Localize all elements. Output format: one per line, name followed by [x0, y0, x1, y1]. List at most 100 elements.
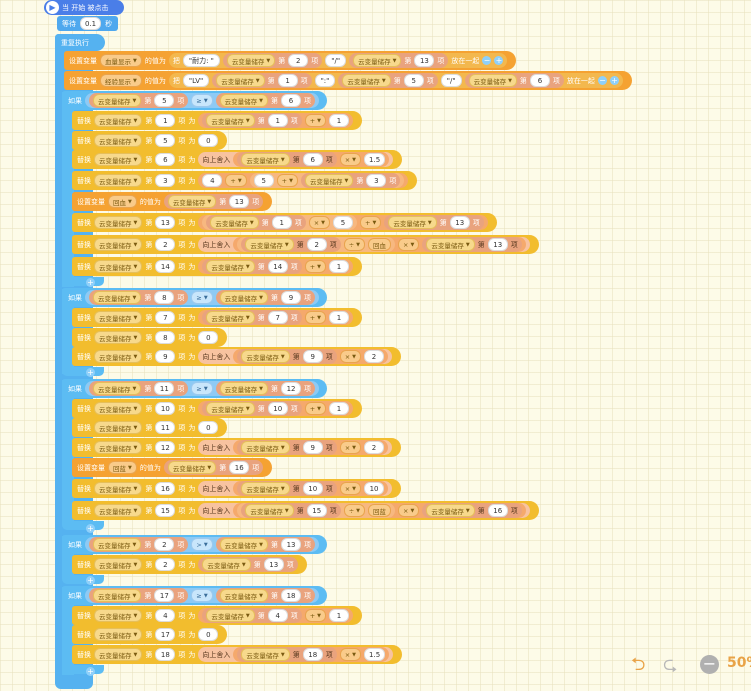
- index-input[interactable]: 12: [281, 382, 302, 395]
- list-dropdown[interactable]: 云变量储存▼: [93, 538, 142, 551]
- add-block-icon[interactable]: +: [86, 667, 95, 676]
- index-input[interactable]: 13: [487, 238, 508, 251]
- operator-dropdown[interactable]: ≥▼: [191, 589, 213, 602]
- add-block-icon[interactable]: +: [86, 576, 95, 585]
- index-input[interactable]: 8: [154, 291, 175, 304]
- list-dropdown[interactable]: 云变量储存▼: [241, 648, 290, 661]
- list-dropdown[interactable]: 云变量储存▼: [94, 609, 143, 622]
- operator-dropdown[interactable]: ×▼: [339, 350, 362, 363]
- add-block-icon[interactable]: +: [86, 524, 95, 533]
- number-input[interactable]: 1: [329, 114, 350, 127]
- list-dropdown[interactable]: 云变量储存▼: [94, 504, 143, 517]
- index-input[interactable]: 11: [154, 382, 175, 395]
- index-input[interactable]: 10: [302, 482, 323, 495]
- variable-dropdown[interactable]: 回血▼: [108, 195, 137, 208]
- redo-icon[interactable]: ⮎: [663, 654, 678, 675]
- value-input[interactable]: 0: [198, 628, 219, 641]
- wait-block[interactable]: 等待 0.1 秒: [57, 16, 119, 31]
- remove-icon[interactable]: −: [597, 76, 607, 85]
- operator-dropdown[interactable]: +▼: [276, 174, 298, 187]
- list-dropdown[interactable]: 云变量储存▼: [93, 382, 142, 395]
- list-dropdown[interactable]: 云变量储存▼: [210, 216, 259, 229]
- list-dropdown[interactable]: 云变量储存▼: [202, 558, 251, 571]
- list-dropdown[interactable]: 云变量储存▼: [219, 382, 269, 395]
- list-dropdown[interactable]: 云变量储存▼: [94, 628, 143, 641]
- list-dropdown[interactable]: 云变量储存▼: [94, 114, 143, 127]
- string-input[interactable]: "耐力: ": [182, 54, 220, 67]
- list-dropdown[interactable]: 云变量储存▼: [426, 238, 475, 251]
- list-dropdown[interactable]: 云变量储存▼: [94, 331, 143, 344]
- string-input[interactable]: "/": [440, 74, 462, 87]
- variable-reporter[interactable]: 回蓝: [368, 504, 392, 517]
- variable-dropdown[interactable]: 回蓝▼: [108, 461, 137, 474]
- operator-dropdown[interactable]: ≥▼: [191, 94, 213, 107]
- operator-dropdown[interactable]: ÷▼: [343, 238, 366, 251]
- variable-dropdown[interactable]: 血量显示▼: [100, 54, 142, 67]
- list-dropdown[interactable]: 云变量储存▼: [241, 441, 290, 454]
- list-dropdown[interactable]: 云变量储存▼: [206, 114, 255, 127]
- number-input[interactable]: 4: [202, 174, 223, 187]
- list-dropdown[interactable]: 云变量储存▼: [226, 54, 276, 67]
- value-input[interactable]: 0: [198, 134, 219, 147]
- list-dropdown[interactable]: 云变量储存▼: [94, 311, 143, 324]
- operator-dropdown[interactable]: ×▼: [398, 504, 420, 517]
- operator-dropdown[interactable]: +▼: [225, 174, 247, 187]
- index-input[interactable]: 16: [229, 461, 250, 474]
- index-input[interactable]: 2: [154, 538, 175, 551]
- index-input[interactable]: 17: [154, 589, 175, 602]
- index-input[interactable]: 2: [306, 238, 327, 251]
- index-input[interactable]: 13: [414, 54, 435, 67]
- list-dropdown[interactable]: 云变量储存▼: [93, 291, 142, 304]
- index-input[interactable]: 2: [288, 54, 309, 67]
- add-icon[interactable]: +: [494, 56, 504, 65]
- index-input[interactable]: 13: [155, 216, 176, 229]
- index-input[interactable]: 15: [306, 504, 327, 517]
- operator-dropdown[interactable]: ≥▼: [191, 291, 213, 304]
- list-dropdown[interactable]: 云变量储存▼: [94, 238, 143, 251]
- index-input[interactable]: 18: [155, 648, 176, 661]
- index-input[interactable]: 6: [281, 94, 302, 107]
- list-dropdown[interactable]: 云变量储存▼: [206, 311, 255, 324]
- index-input[interactable]: 13: [449, 216, 470, 229]
- list-dropdown[interactable]: 云变量储存▼: [167, 461, 217, 474]
- number-input[interactable]: 1.5: [364, 648, 386, 661]
- operator-dropdown[interactable]: +▼: [360, 216, 382, 229]
- number-input[interactable]: 5: [253, 174, 274, 187]
- list-dropdown[interactable]: 云变量储存▼: [219, 538, 269, 551]
- string-input[interactable]: "LV": [182, 74, 210, 87]
- list-dropdown[interactable]: 云变量储存▼: [94, 153, 143, 166]
- value-input[interactable]: 0: [198, 331, 219, 344]
- list-dropdown[interactable]: 云变量储存▼: [94, 260, 143, 273]
